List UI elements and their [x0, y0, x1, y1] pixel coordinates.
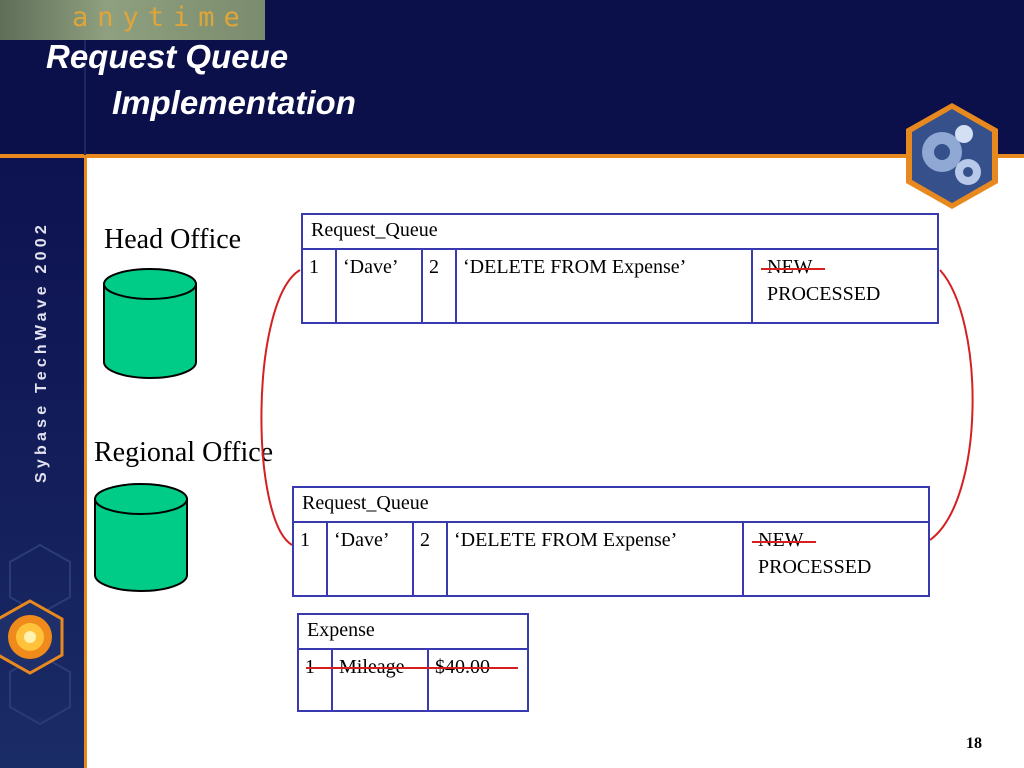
table-title: Request_Queue	[292, 486, 930, 523]
cell-sql: ‘DELETE FROM Expense’	[446, 521, 744, 597]
status-new: PROCESSED	[758, 556, 872, 578]
regional-office-label: Regional Office	[94, 437, 274, 468]
status-old-struck: NEW	[761, 256, 824, 278]
expense-row-strikethrough	[306, 667, 518, 669]
head-office-request-queue-table: Request_Queue 1 ‘Dave’ 2 ‘DELETE FROM Ex…	[301, 213, 939, 324]
cell-id: 1	[297, 648, 333, 712]
brand-logo: anytime	[72, 2, 249, 33]
table-row: 1 ‘Dave’ 2 ‘DELETE FROM Expense’ NEW PRO…	[292, 521, 930, 597]
sidebar-edge-line	[84, 158, 87, 768]
gear-badge-icon	[906, 103, 998, 209]
regional-office-expense-table: Expense 1 Mileage $40.00	[297, 613, 529, 712]
table-title: Request_Queue	[301, 213, 939, 250]
brand-strip	[0, 0, 265, 40]
regional-office-database-icon	[94, 483, 188, 592]
table-row: 1 Mileage $40.00	[297, 648, 529, 712]
slide-title-line-1: Request Queue	[46, 38, 289, 75]
header-divider-line	[0, 154, 1024, 158]
slide-title-line-2: Implementation	[112, 84, 356, 121]
status-old-struck: NEW	[752, 529, 815, 551]
header-vertical-divider	[84, 40, 86, 155]
regional-office-request-queue-table: Request_Queue 1 ‘Dave’ 2 ‘DELETE FROM Ex…	[292, 486, 930, 597]
cell-sql: ‘DELETE FROM Expense’	[455, 248, 753, 324]
head-office-label: Head Office	[104, 224, 242, 255]
cell-priority: 2	[421, 248, 457, 324]
cell-priority: 2	[412, 521, 448, 597]
cell-user: ‘Dave’	[335, 248, 423, 324]
cell-id: 1	[301, 248, 337, 324]
table-title: Expense	[297, 613, 529, 650]
hexagon-decoration-icon	[0, 543, 71, 726]
cell-user: ‘Dave’	[326, 521, 414, 597]
cell-id: 1	[292, 521, 328, 597]
cell-amount: $40.00	[427, 648, 529, 712]
status-new: PROCESSED	[767, 283, 881, 305]
cell-name: Mileage	[331, 648, 429, 712]
cell-status: NEW PROCESSED	[742, 521, 930, 597]
cell-status: NEW PROCESSED	[751, 248, 939, 324]
head-office-database-icon	[103, 268, 197, 379]
table-row: 1 ‘Dave’ 2 ‘DELETE FROM Expense’ NEW PRO…	[301, 248, 939, 324]
page-number: 18	[966, 735, 982, 752]
